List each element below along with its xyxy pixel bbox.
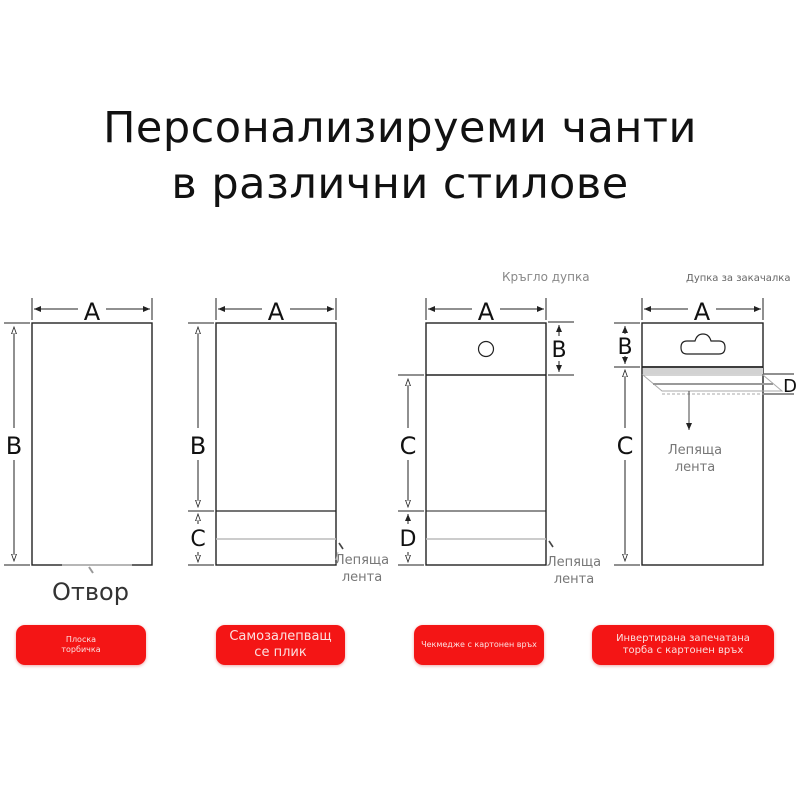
adhesive-tape-annotation-1: Лепяща лента (334, 553, 390, 585)
self-adhesive-bag-button[interactable]: Самозалепващ се плик (216, 625, 345, 665)
hanger-hole-icon (680, 333, 726, 355)
header-card-bag-button[interactable]: Чекмедже с картонен връх (414, 625, 544, 665)
svg-text:B: B (190, 432, 206, 460)
dim-b-label: B (6, 432, 22, 460)
adhesive-tape-annotation-2: Лепяща лента (546, 555, 602, 587)
svg-text:C: C (190, 527, 205, 552)
svg-text:D: D (783, 376, 797, 397)
header-card-bag-diagram: A B C D (398, 298, 574, 566)
svg-text:A: A (694, 298, 711, 326)
self-adhesive-bag-button-label: Самозалепващ се плик (229, 629, 332, 660)
svg-text:A: A (268, 298, 285, 326)
inverted-sealed-bag-button[interactable]: Инвертирана запечатана торба с картонен … (592, 625, 774, 665)
title-line-1: Персонализируеми чанти (103, 103, 697, 153)
inverted-sealed-bag-diagram: D A B C (614, 298, 797, 566)
inverted-sealed-bag-button-label: Инвертирана запечатана торба с картонен … (616, 633, 750, 656)
svg-text:D: D (400, 527, 417, 552)
flat-bag-button[interactable]: Плоска торбичка (16, 625, 146, 665)
round-hole-note: Кръгло дупка (502, 270, 590, 284)
svg-text:B: B (617, 335, 632, 360)
dim-a-label: A (84, 298, 101, 326)
page-title: Персонализируеми чанти в различни стилов… (0, 100, 800, 212)
flat-bag-button-label: Плоска торбичка (61, 635, 101, 654)
svg-text:C: C (400, 432, 417, 460)
hanger-hole-note: Дупка за закачалка (686, 273, 791, 284)
opening-annotation: Отвор (52, 578, 129, 606)
svg-text:C: C (617, 432, 634, 460)
round-hole-icon (477, 340, 495, 358)
self-adhesive-bag-diagram: A B C (188, 298, 344, 566)
title-line-2: в различни стилове (171, 159, 629, 209)
bag-styles-diagram: A B A B C (4, 298, 797, 574)
flat-bag-diagram: A B (4, 298, 153, 574)
flat-bag-outline (31, 322, 153, 566)
header-card-bag-button-label: Чекмедже с картонен връх (421, 640, 537, 650)
svg-text:A: A (478, 298, 495, 326)
adhesive-tape-annotation-3: Лепяща лента (667, 443, 723, 475)
svg-text:B: B (551, 338, 566, 363)
